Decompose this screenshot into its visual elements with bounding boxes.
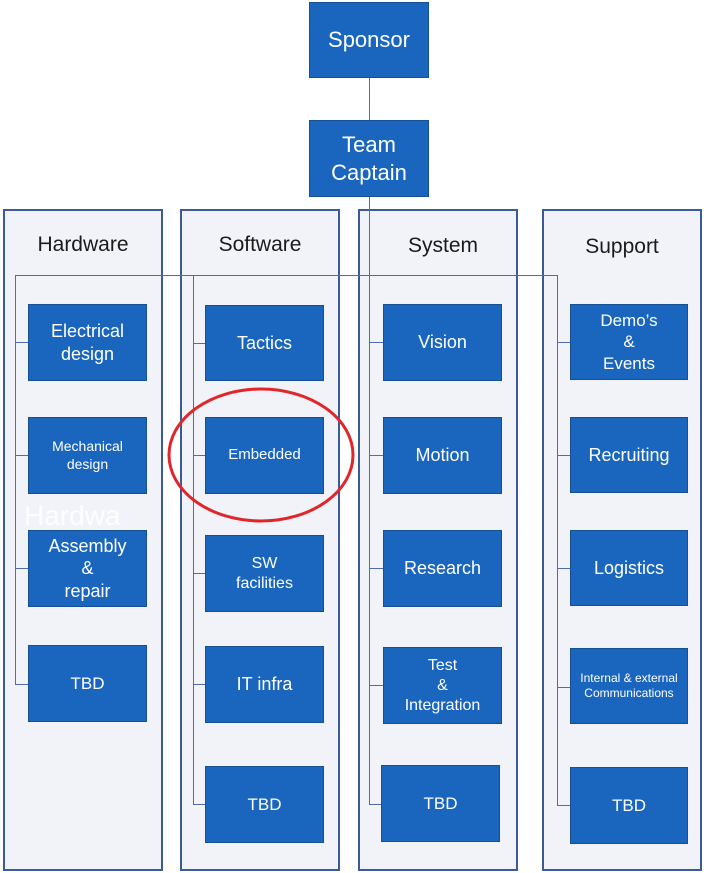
software-tbd-box: TBD xyxy=(205,766,324,843)
connector-tick xyxy=(557,568,570,569)
mechanical-design-box: Mechanical design xyxy=(28,417,147,494)
connector-tick xyxy=(15,684,28,685)
support-title: Support xyxy=(585,235,659,258)
connector-tick xyxy=(15,568,28,569)
vision-box: Vision xyxy=(383,304,502,381)
connector-tick xyxy=(369,455,383,456)
embedded-box: Embedded xyxy=(205,417,324,494)
team-captain-box: Team Captain xyxy=(309,120,429,197)
connector-tick xyxy=(557,687,570,688)
it-infra-box: IT infra xyxy=(205,646,324,723)
demos-events-box: Demo’s & Events xyxy=(570,304,688,380)
connector-tick xyxy=(193,343,205,344)
software-spine xyxy=(193,275,194,805)
system-title: System xyxy=(407,234,478,257)
support-spine xyxy=(557,275,558,806)
hardware-tbd-box: TBD xyxy=(28,645,147,722)
connector-tick xyxy=(193,804,205,805)
connector-tick xyxy=(557,805,570,806)
hardware-spine xyxy=(15,275,16,685)
research-box: Research xyxy=(383,530,502,607)
motion-box: Motion xyxy=(383,417,502,494)
captain-trunk-line xyxy=(369,197,370,805)
software-title: Software xyxy=(218,233,302,256)
hardware-title: Hardware xyxy=(37,233,129,256)
sw-facilities-box: SW facilities xyxy=(205,535,324,612)
test-integration-box: Test & Integration xyxy=(383,647,502,724)
connector-tick xyxy=(15,455,28,456)
assembly-repair-box: Assembly & repair xyxy=(28,530,147,607)
tactics-box: Tactics xyxy=(205,305,324,381)
system-tbd-box: TBD xyxy=(381,765,500,842)
connector-tick xyxy=(15,342,28,343)
logistics-box: Logistics xyxy=(570,530,688,606)
connector-tick xyxy=(369,568,383,569)
sponsor-box: Sponsor xyxy=(309,2,429,78)
connector-tick xyxy=(193,455,205,456)
connector-tick xyxy=(193,573,205,574)
connector-tick xyxy=(369,342,383,343)
recruiting-box: Recruiting xyxy=(570,417,688,493)
electrical-design-box: Electrical design xyxy=(28,304,147,381)
horizontal-bus-line xyxy=(15,275,558,276)
communications-box: Internal & external Communications xyxy=(570,648,688,724)
connector-tick xyxy=(369,804,381,805)
connector-tick xyxy=(557,342,570,343)
sponsor-to-captain-line xyxy=(369,78,370,120)
support-tbd-box: TBD xyxy=(570,767,688,844)
connector-tick xyxy=(193,684,205,685)
connector-tick xyxy=(369,685,383,686)
connector-tick xyxy=(557,455,570,456)
